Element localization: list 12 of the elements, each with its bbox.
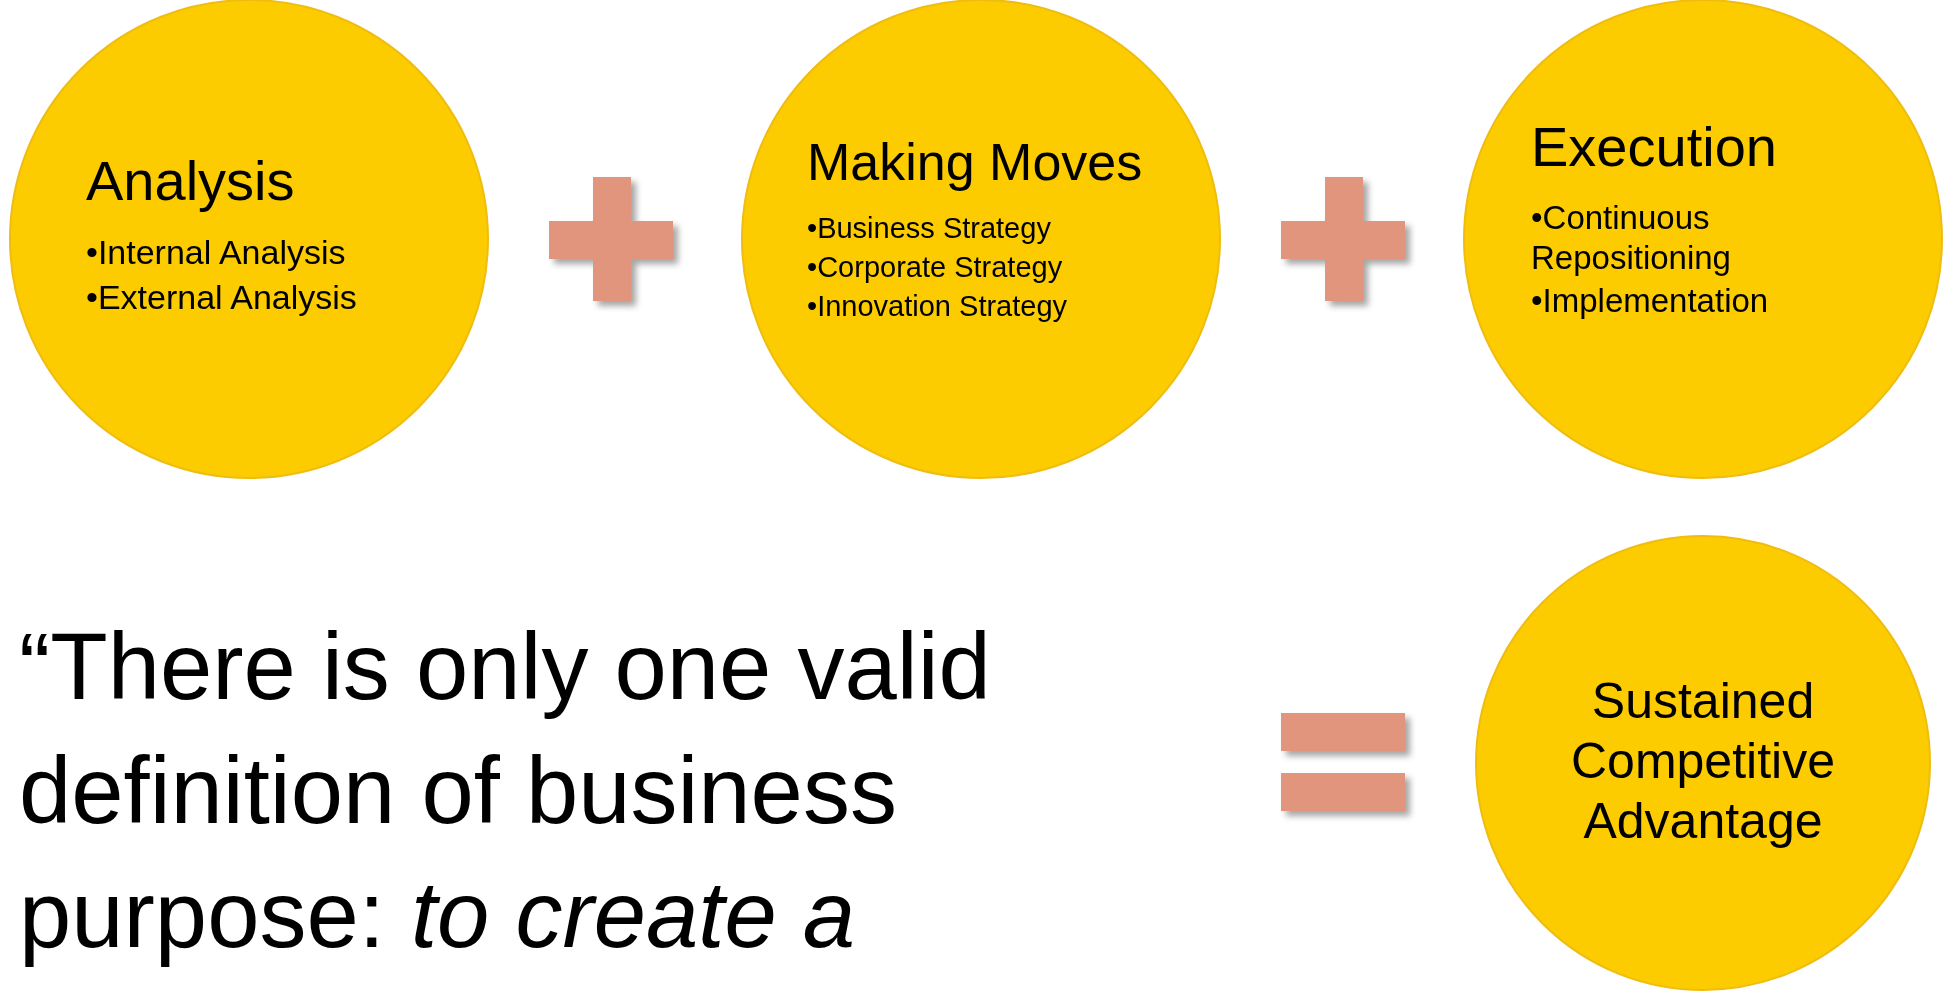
bullet-item: •Innovation Strategy [807,288,1068,324]
bullet-item: •Implementation [1531,281,1769,321]
bullet-item: •Continuous Repositioning [1531,198,1732,278]
bullet-item: •Business Strategy [807,211,1051,246]
circle-title: Execution [1531,114,1777,180]
bullet-item: •Internal Analysis [86,231,346,273]
bullet-item: •Corporate Strategy [807,249,1063,285]
bullet-item: •External Analysis [86,276,357,318]
quote-text: “There is only one valid definition of business purpose: to create a [19,613,992,969]
circle-title: Analysis [86,147,295,214]
circle-title: Making Moves [807,131,1143,193]
circle-title: Sustained Competitive Advantage [1570,672,1836,851]
